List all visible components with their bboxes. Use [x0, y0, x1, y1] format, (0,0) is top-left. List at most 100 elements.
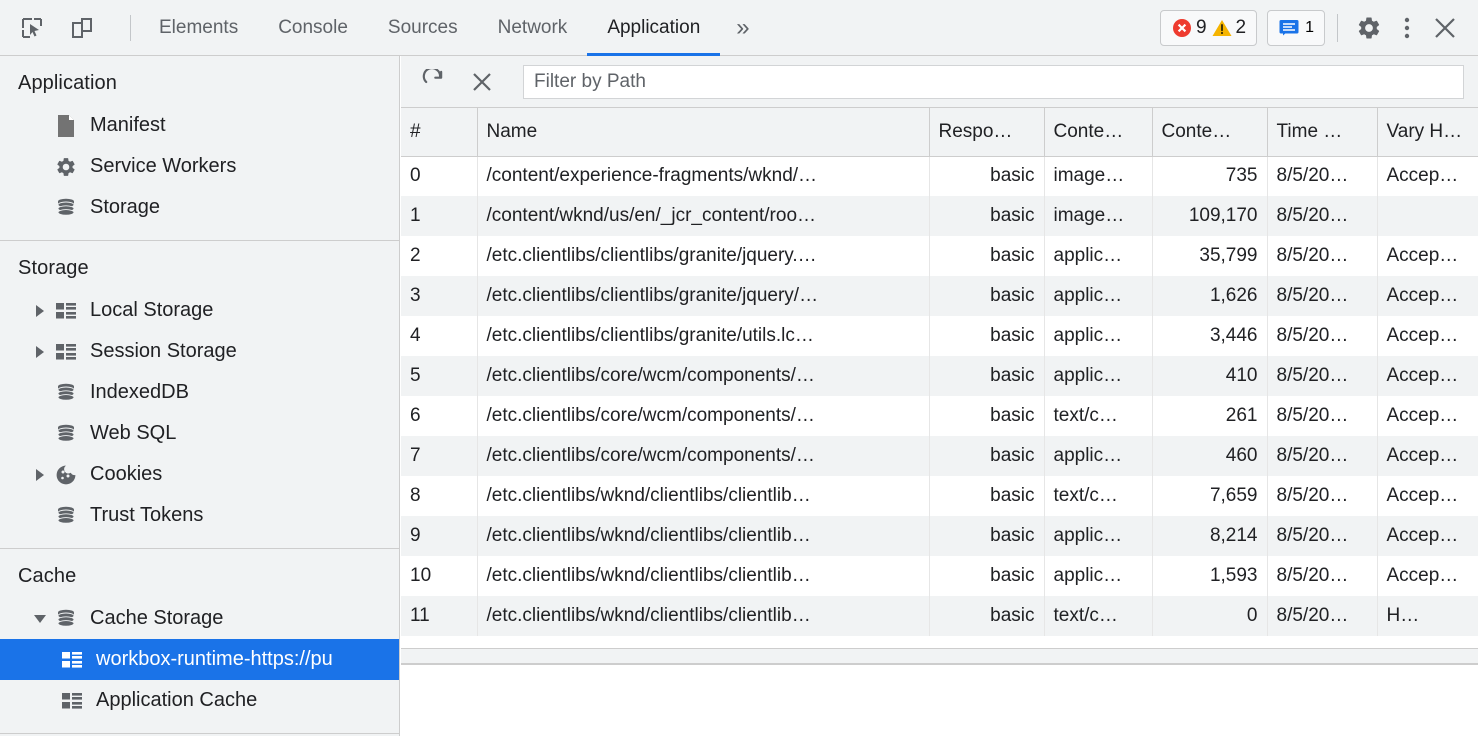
cell-content-length: 1,626 [1152, 276, 1268, 316]
application-sidebar[interactable]: Application Manifest Ser [0, 56, 400, 736]
sidebar-item-local-storage[interactable]: Local Storage [0, 290, 399, 331]
issues-badge-group[interactable]: 9 2 [1159, 9, 1258, 46]
sidebar-item-label: Application Cache [96, 689, 258, 711]
sidebar-item-label: Web SQL [90, 422, 177, 444]
sidebar-item-workbox-runtime-cache[interactable]: workbox-runtime-https://pu [0, 639, 399, 680]
filter-by-path-input[interactable] [523, 64, 1464, 99]
tab-application[interactable]: Application [587, 0, 721, 56]
sidebar-item-web-sql[interactable]: Web SQL [0, 413, 399, 454]
table-row[interactable]: 10 /etc.clientlibs/wknd/clientlibs/clien… [401, 556, 1478, 596]
toolbar-divider-right [1337, 13, 1338, 42]
more-tabs-chevron-icon[interactable]: » [736, 13, 750, 41]
cell-vary-header: H… [1377, 596, 1478, 636]
sidebar-item-application-cache[interactable]: Application Cache [0, 680, 399, 721]
tab-console[interactable]: Console [278, 16, 348, 38]
horizontal-scrollbar[interactable] [401, 648, 1478, 664]
message-bubble-icon [1279, 19, 1299, 35]
table-row[interactable]: 6 /etc.clientlibs/core/wcm/components/… … [401, 396, 1478, 436]
sidebar-item-label: Cache Storage [90, 607, 224, 629]
inspect-element-icon[interactable] [14, 10, 50, 46]
column-header-time-cached[interactable]: Time … [1267, 108, 1378, 157]
sidebar-item-label: Cookies [90, 463, 163, 485]
cell-time-cached: 8/5/20… [1267, 156, 1378, 196]
sidebar-item-cookies[interactable]: Cookies [0, 454, 399, 495]
refresh-icon[interactable] [415, 63, 453, 101]
devtools-toolbar: Elements Console Sources Network Applica… [0, 0, 1478, 56]
cell-time-cached: 8/5/20… [1267, 476, 1378, 516]
table-row[interactable]: 7 /etc.clientlibs/core/wcm/components/… … [401, 436, 1478, 476]
cell-name: /etc.clientlibs/wknd/clientlibs/clientli… [477, 596, 930, 636]
cell-time-cached: 8/5/20… [1267, 276, 1378, 316]
cell-content-length: 410 [1152, 356, 1268, 396]
message-count: 1 [1305, 18, 1314, 36]
column-header-content-type[interactable]: Conte… [1044, 108, 1153, 157]
cell-index: 3 [401, 276, 478, 316]
cell-content-length: 35,799 [1152, 236, 1268, 276]
sidebar-item-storage[interactable]: Storage [0, 187, 399, 228]
device-toolbar-icon[interactable] [64, 10, 100, 46]
cell-time-cached: 8/5/20… [1267, 436, 1378, 476]
sidebar-item-service-workers[interactable]: Service Workers [0, 146, 399, 187]
cell-vary-header: Accep… [1377, 556, 1478, 596]
cell-name: /etc.clientlibs/wknd/clientlibs/clientli… [477, 516, 930, 556]
gear-icon[interactable] [1350, 9, 1388, 47]
cell-response-type: basic [929, 196, 1045, 236]
sidebar-item-label: Session Storage [90, 340, 237, 362]
table-row[interactable]: 2 /etc.clientlibs/clientlibs/granite/jqu… [401, 236, 1478, 276]
chevron-right-icon[interactable] [30, 345, 50, 358]
column-header-content-length[interactable]: Conte… [1152, 108, 1268, 157]
table-body: 0 /content/experience-fragments/wknd/… b… [401, 156, 1478, 636]
cell-vary-header: Accep… [1377, 476, 1478, 516]
table-row[interactable]: 9 /etc.clientlibs/wknd/clientlibs/client… [401, 516, 1478, 556]
table-row[interactable]: 8 /etc.clientlibs/wknd/clientlibs/client… [401, 476, 1478, 516]
cell-content-type: text/c… [1044, 596, 1153, 636]
sidebar-item-indexeddb[interactable]: IndexedDB [0, 372, 399, 413]
cache-table: # Name Respo… Conte… Conte… Time … Vary … [401, 108, 1478, 636]
cell-content-length: 0 [1152, 596, 1268, 636]
kebab-menu-icon[interactable] [1388, 9, 1426, 47]
cell-index: 7 [401, 436, 478, 476]
sidebar-item-session-storage[interactable]: Session Storage [0, 331, 399, 372]
close-icon[interactable] [1426, 9, 1464, 47]
warning-badge[interactable]: 2 [1211, 17, 1246, 39]
sidebar-item-cache-storage[interactable]: Cache Storage [0, 598, 399, 639]
cell-content-type: image… [1044, 196, 1153, 236]
messages-badge-group[interactable]: 1 [1267, 9, 1325, 46]
tab-elements[interactable]: Elements [159, 16, 239, 38]
error-badge[interactable]: 9 [1171, 17, 1207, 39]
table-row[interactable]: 1 /content/wknd/us/en/_jcr_content/roo… … [401, 196, 1478, 236]
table-grid-icon [52, 298, 80, 324]
cell-name: /etc.clientlibs/clientlibs/granite/utils… [477, 316, 930, 356]
column-header-name[interactable]: Name [477, 108, 930, 157]
table-grid-icon [52, 339, 80, 365]
table-row[interactable]: 3 /etc.clientlibs/clientlibs/granite/jqu… [401, 276, 1478, 316]
column-header-index[interactable]: # [401, 108, 478, 157]
sidebar-section-title: Application [18, 72, 117, 94]
panel-tabs: Elements Console Sources Network Applica… [139, 0, 766, 56]
chevron-down-icon[interactable] [30, 614, 50, 623]
table-row[interactable]: 0 /content/experience-fragments/wknd/… b… [401, 156, 1478, 196]
cell-response-type: basic [929, 556, 1045, 596]
tab-network[interactable]: Network [497, 16, 568, 38]
error-count: 9 [1195, 16, 1207, 38]
database-icon [52, 380, 80, 406]
tab-sources[interactable]: Sources [387, 16, 458, 38]
cell-response-type: basic [929, 436, 1045, 476]
sidebar-item-label: Trust Tokens [90, 504, 204, 526]
table-row[interactable]: 5 /etc.clientlibs/core/wcm/components/… … [401, 356, 1478, 396]
column-header-vary-header[interactable]: Vary H… [1377, 108, 1478, 157]
cell-index: 2 [401, 236, 478, 276]
column-header-response-type[interactable]: Respo… [929, 108, 1045, 157]
table-grid-icon [58, 688, 86, 714]
cell-time-cached: 8/5/20… [1267, 196, 1378, 236]
chevron-right-icon[interactable] [30, 468, 50, 481]
sidebar-item-manifest[interactable]: Manifest [0, 105, 399, 146]
sidebar-item-trust-tokens[interactable]: Trust Tokens [0, 495, 399, 536]
table-row[interactable]: 4 /etc.clientlibs/clientlibs/granite/uti… [401, 316, 1478, 356]
clear-x-icon[interactable] [463, 63, 501, 101]
cell-vary-header: Accep… [1377, 236, 1478, 276]
chevron-right-icon[interactable] [30, 304, 50, 317]
cell-content-type: applic… [1044, 436, 1153, 476]
table-row[interactable]: 11 /etc.clientlibs/wknd/clientlibs/clien… [401, 596, 1478, 636]
cell-time-cached: 8/5/20… [1267, 556, 1378, 596]
